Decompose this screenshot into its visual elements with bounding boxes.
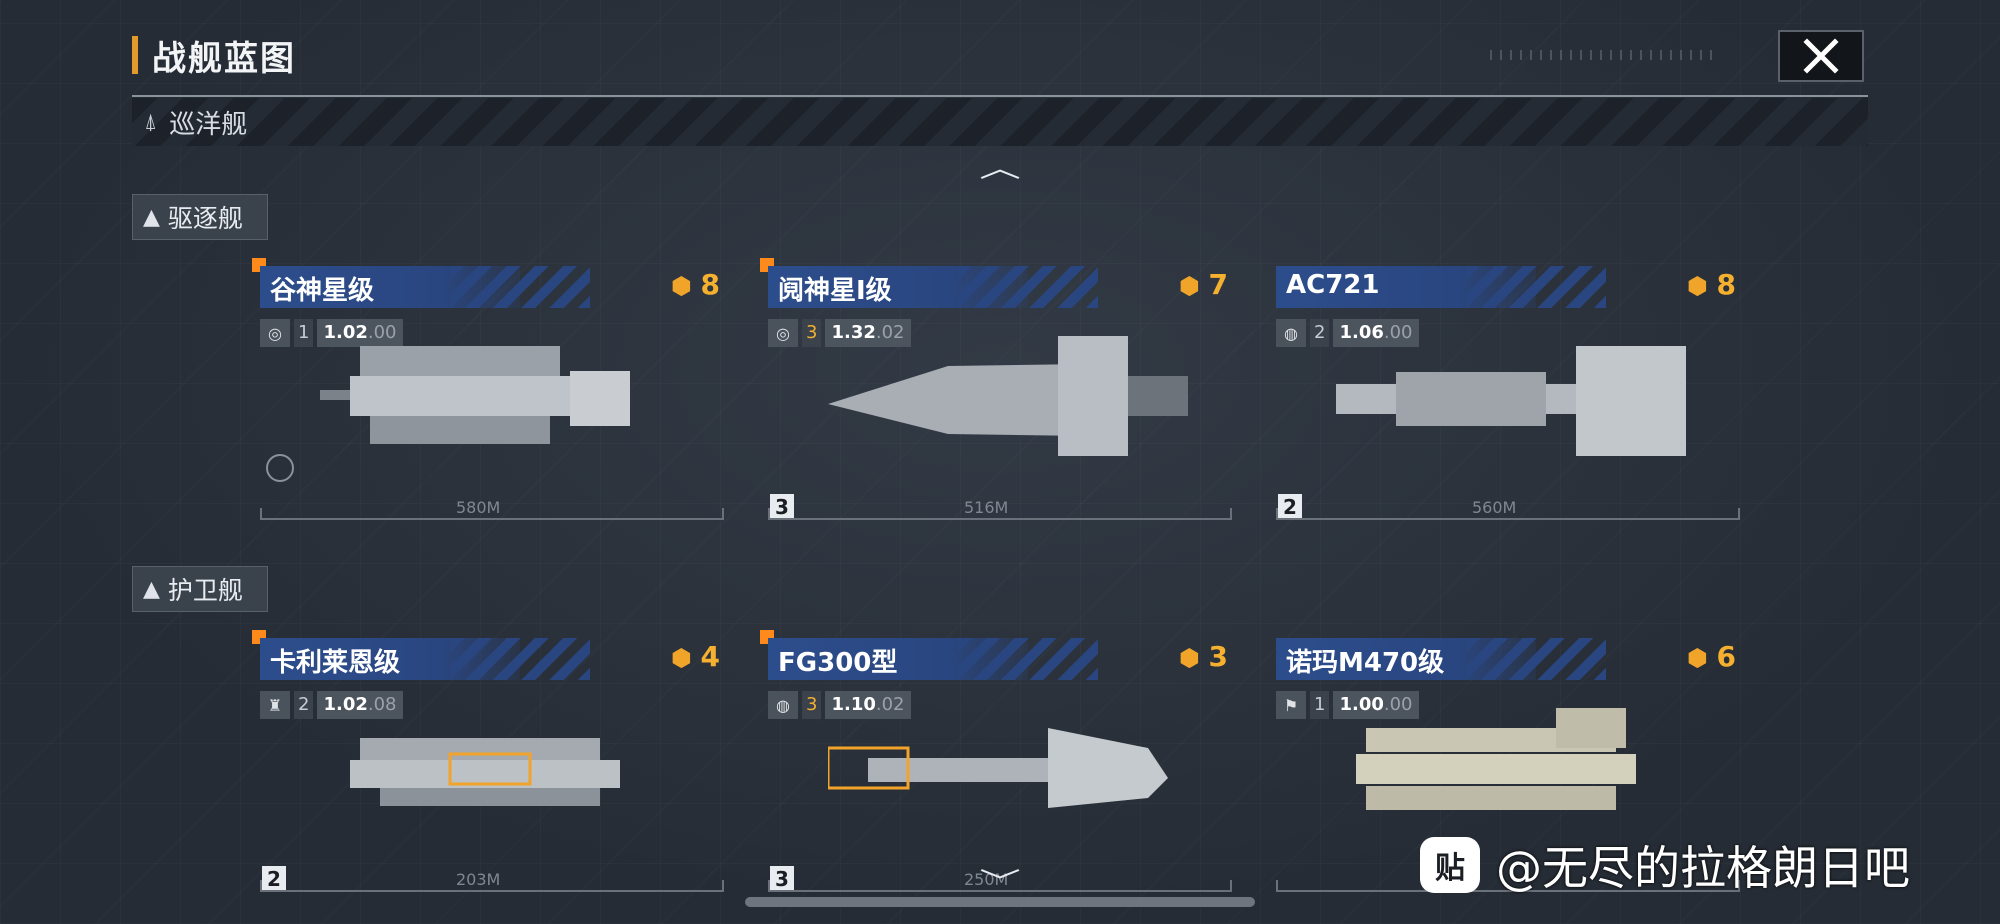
stat-row: ◎ 3 1.32.02 (768, 318, 911, 348)
name-bar (260, 266, 590, 308)
ship-blueprint-image (828, 728, 1168, 808)
header-divider (132, 95, 1868, 97)
ruler (260, 880, 724, 892)
ship-blueprint-image (1336, 346, 1686, 456)
ship-name: 卡利莱恩级 (270, 648, 401, 678)
name-bar (1276, 638, 1606, 680)
tieba-logo-icon: 贴 (1420, 837, 1480, 893)
stat-count: 1 (294, 319, 314, 347)
cruiser-icon: ⍋ (144, 109, 158, 135)
close-button[interactable] (1778, 30, 1864, 82)
name-bar (1276, 266, 1606, 308)
ship-length: 250M (964, 870, 1009, 889)
stat-row: ◍ 2 1.06.00 (1276, 318, 1419, 348)
ship-length: 516M (964, 498, 1009, 517)
section-label: 驱逐舰 (167, 204, 243, 233)
ruler (768, 508, 1232, 520)
ship-name: AC721 (1286, 270, 1380, 300)
ship-level: 3 (1208, 640, 1228, 673)
ship-level: 6 (1716, 640, 1736, 673)
page-header: 战舰蓝图 (132, 30, 296, 80)
stat-value: 1.06.00 (1333, 319, 1419, 347)
stat-count: 3 (802, 319, 822, 347)
faction-icon: ◎ (768, 319, 798, 347)
stat-value: 1.32.02 (825, 319, 911, 347)
triangle-icon: ▲ (143, 204, 160, 230)
ship-blueprint-image (320, 346, 630, 444)
page-title: 战舰蓝图 (152, 38, 296, 79)
ship-card-ceres[interactable]: 谷神星级 ⬢ 8 ◎ 1 1.02.00 580M (252, 258, 724, 536)
stat-value: 1.02.00 (317, 319, 403, 347)
close-icon (1803, 38, 1839, 74)
ship-name: FG300型 (778, 648, 898, 678)
rank-icon: ⬢ (1179, 272, 1200, 300)
section-label: 护卫舰 (167, 576, 243, 605)
rank-icon: ⬢ (671, 644, 692, 672)
ship-card-fg300[interactable]: FG300型 ⬢ 3 ◍ 3 1.10.02 250M 3 (760, 630, 1232, 908)
watermark-text: @无尽的拉格朗日吧 (1496, 841, 1910, 895)
faction-icon: ♜ (260, 691, 290, 719)
stat-value: 1.00.00 (1333, 691, 1419, 719)
rank-icon: ⬢ (1179, 644, 1200, 672)
header-accent-bar (132, 36, 138, 74)
stat-value: 1.10.02 (825, 691, 911, 719)
section-destroyer[interactable]: ▲ 驱逐舰 (132, 194, 268, 240)
rank-icon: ⬢ (1687, 644, 1708, 672)
faction-icon: ◎ (260, 319, 290, 347)
triangle-icon: ▲ (143, 576, 160, 602)
horizontal-scrollbar[interactable] (745, 897, 1255, 907)
decor-ticks (1490, 50, 1720, 60)
ship-name: 阋神星I级 (778, 276, 892, 306)
globe-icon: ◍ (1276, 319, 1306, 347)
ship-level: 8 (700, 268, 720, 301)
ship-card-noma-m470[interactable]: 诺玛M470级 ⬢ 6 ⚑ 1 1.00.00 (1276, 638, 1740, 908)
stat-count: 1 (1310, 691, 1330, 719)
stat-row: ◎ 1 1.02.00 (260, 318, 403, 348)
ship-length: 560M (1472, 498, 1517, 517)
stat-value: 1.02.08 (317, 691, 403, 719)
ruler (260, 508, 724, 520)
hexagon-badge-icon (266, 454, 294, 482)
section-frigate[interactable]: ▲ 护卫舰 (132, 566, 268, 612)
stat-row: ◍ 3 1.10.02 (768, 690, 911, 720)
category-label: 巡洋舰 (169, 109, 248, 140)
ship-blueprint-image (828, 336, 1188, 456)
fleet-count: 3 (770, 494, 794, 520)
fleet-count: 2 (262, 866, 286, 892)
watermark: 贴 @无尽的拉格朗日吧 (1420, 835, 1910, 895)
name-bar (768, 266, 1098, 308)
fleet-count: 3 (770, 866, 794, 892)
faction-icon: ⚑ (1276, 691, 1306, 719)
name-bar (768, 638, 1098, 680)
ship-name: 谷神星级 (270, 276, 375, 306)
rank-icon: ⬢ (1687, 272, 1708, 300)
ship-level: 4 (700, 640, 720, 673)
ruler (1276, 508, 1740, 520)
ship-level: 8 (1716, 268, 1736, 301)
ship-blueprint-image (350, 738, 620, 806)
stat-row: ♜ 2 1.02.08 (260, 690, 403, 720)
stat-count: 2 (1310, 319, 1330, 347)
ruler (768, 880, 1232, 892)
ship-level: 7 (1208, 268, 1228, 301)
stat-row: ⚑ 1 1.00.00 (1276, 690, 1419, 720)
chevron-down-icon[interactable]: ﹀ (979, 868, 1021, 898)
chevron-up-icon[interactable]: ︿ (979, 154, 1021, 184)
ruler (1276, 880, 1740, 892)
name-bar (260, 638, 590, 680)
ship-length: 203M (456, 870, 501, 889)
stat-count: 3 (802, 691, 822, 719)
ship-length: 580M (456, 498, 501, 517)
ship-name: 诺玛M470级 (1286, 648, 1445, 678)
category-bar-cruiser[interactable]: ⍋ 巡洋舰 (132, 98, 1868, 146)
globe-icon: ◍ (768, 691, 798, 719)
ship-card-callisto[interactable]: 卡利莱恩级 ⬢ 4 ♜ 2 1.02.08 203M 2 (252, 630, 724, 908)
ship-card-eris[interactable]: 阋神星I级 ⬢ 7 ◎ 3 1.32.02 516M 3 (760, 258, 1232, 536)
fleet-count: 2 (1278, 494, 1302, 520)
stat-count: 2 (294, 691, 314, 719)
ship-blueprint-image (1356, 708, 1636, 810)
ship-card-ac721[interactable]: AC721 ⬢ 8 ◍ 2 1.06.00 560M 2 (1276, 266, 1740, 536)
rank-icon: ⬢ (671, 272, 692, 300)
